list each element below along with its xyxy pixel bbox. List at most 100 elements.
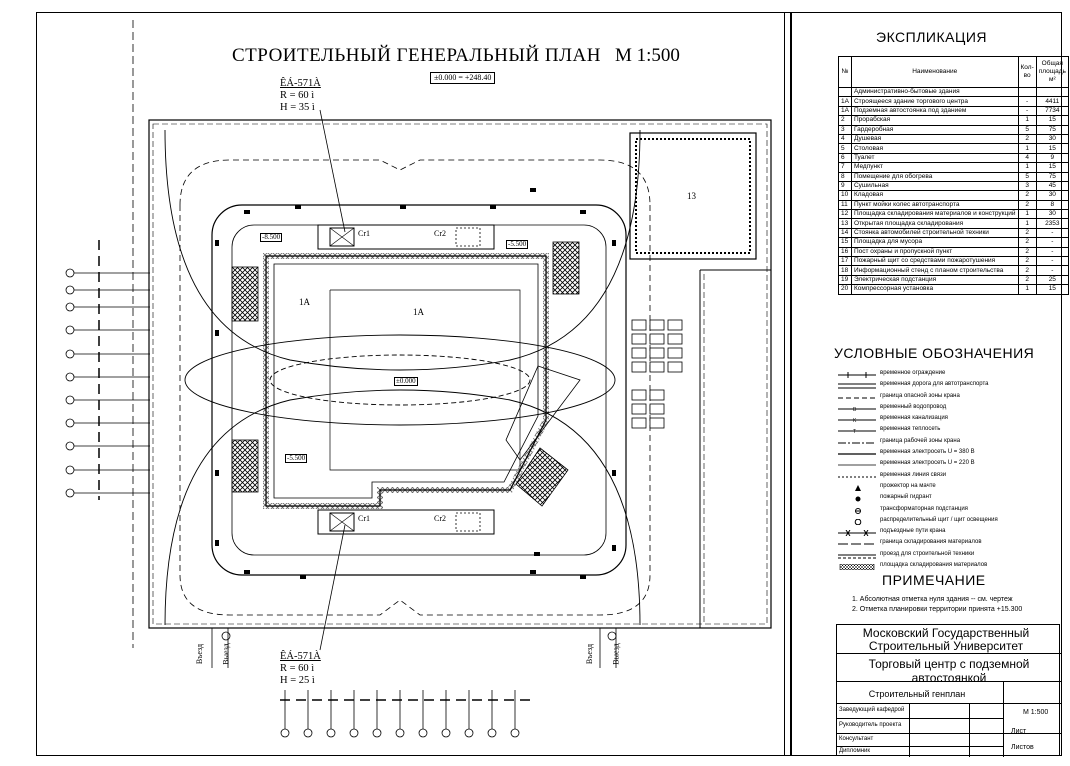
row-name: Площадка складирования материалов и конс… [850, 209, 1019, 220]
crane-track-top [317, 224, 495, 250]
row-name: Стоянка автомобилей строительной техники [850, 227, 1019, 239]
svg-text:K: K [853, 418, 857, 423]
stamp-scale: М 1:500 [1023, 709, 1049, 716]
row-area: 45 [1035, 180, 1069, 192]
row-name: Подземная автостоянка под зданием [850, 105, 1019, 117]
crane-bottom-reach: R = 60 ì [280, 663, 315, 674]
row-area: 2353 [1035, 218, 1069, 229]
title-block: Московский Государственный Строительный … [836, 624, 1061, 757]
row-count: 4 [1017, 152, 1037, 164]
university-name: Московский Государственный Строительный … [837, 627, 1055, 653]
crane-bottom-height: H = 25 ì [280, 675, 315, 686]
legend-symbol-icon [854, 518, 862, 525]
row-num: 9 [838, 180, 852, 192]
row-area: 30 [1035, 190, 1069, 201]
legend-symbol-icon: K [838, 418, 876, 423]
row-area: - [1035, 256, 1069, 267]
row-count: 1 [1017, 218, 1037, 229]
svg-text:B: B [853, 407, 857, 412]
svg-text:T: T [853, 429, 856, 434]
legend-label: граница рабочей зоны крана [880, 437, 961, 444]
legend-item: временная дорога для автотранспорта [836, 380, 1036, 391]
legend-symbol-icon [838, 453, 876, 455]
legend-label: распределительный щит / щит освещения [880, 516, 998, 523]
header-num: № [838, 56, 852, 88]
row-num: 10 [838, 190, 852, 201]
row-num: 12 [838, 209, 852, 220]
row-num: 3 [838, 124, 852, 135]
legend-symbol-icon: T [838, 429, 876, 434]
crane-track-bottom [317, 509, 495, 535]
legend-title: УСЛОВНЫЕ ОБОЗНАЧЕНИЯ [834, 345, 1035, 361]
drawing-frame [36, 12, 1062, 756]
row-count: 1 [1017, 143, 1037, 154]
row-name: Строящееся здание торгового центра [850, 96, 1019, 107]
row-area: - [1035, 265, 1069, 276]
row-area: 4411 [1035, 96, 1069, 107]
row-num: 15 [838, 237, 852, 248]
row-area: - [1035, 237, 1069, 248]
legend-label: временное ограждение [880, 370, 946, 376]
drawing-title: СТРОИТЕЛЬНЫЙ ГЕНЕРАЛЬНЫЙ ПЛАН [232, 45, 601, 66]
building-label-1a-left: 1A [299, 297, 310, 307]
legend-symbol-icon [838, 554, 876, 559]
header-area: Общая площадь м² [1035, 56, 1069, 88]
row-area: 15 [1035, 143, 1069, 154]
row-num: 17 [838, 256, 852, 267]
legend-label: временная электросеть U = 380 В [880, 449, 975, 456]
row-area: 15 [1035, 162, 1069, 173]
legend-label: временная канализация [880, 415, 948, 422]
row-area: 15 [1035, 115, 1069, 126]
row-area [1035, 86, 1069, 98]
row-area: 30 [1035, 209, 1069, 220]
zero-elevation-label: ±0.000 = +248.40 [430, 72, 496, 84]
zone-label-13: 13 [687, 191, 696, 201]
row-num: 19 [838, 274, 852, 286]
temporary-buildings [631, 319, 683, 429]
row-name: Кладовая [850, 190, 1019, 201]
crane-working-zone [164, 129, 641, 626]
note-item: 2. Отметка планировки территории принята… [852, 606, 1023, 613]
sheet-label: Лист [1011, 728, 1027, 735]
row-name: Пожарный щит со средствами пожаротушения [850, 256, 1019, 267]
row-num: 1А [838, 105, 852, 117]
crane2-bottom-label: Cr2 [434, 514, 446, 523]
explication-title: ЭКСПЛИКАЦИЯ [876, 29, 988, 45]
legend-symbol-icon [838, 383, 876, 389]
row-name: Пост охраны и пропускной пункт [850, 246, 1019, 258]
legend-list: временное ограждение временная дорога для… [836, 369, 1036, 572]
legend-label: трансформаторная подстанция [880, 505, 968, 512]
row-num: 7 [838, 162, 852, 173]
row-num: 20 [838, 284, 852, 295]
legend-item: граница складирования материалов [836, 538, 1036, 549]
legend-label: прожектор на мачте [880, 482, 936, 489]
entrance-label: Въезд [585, 643, 595, 665]
row-count: 5 [1017, 124, 1037, 135]
notes-list: 1. Абсолютная отметка нуля здания -- см.… [852, 595, 1022, 615]
elevation-lower: -5.500 [285, 454, 308, 463]
legend-symbol-icon [855, 484, 861, 491]
crane-top-height: H = 35 ì [280, 102, 315, 113]
row-num: 18 [838, 265, 852, 276]
legend-item: временная электросеть U = 220 В [836, 459, 1036, 470]
crane1-top-label: Cr1 [358, 229, 370, 238]
legend-symbol-icon [855, 496, 861, 502]
legend-label: граница складирования материалов [880, 539, 982, 546]
legend-label: подъездные пути крана [880, 528, 946, 535]
exit-label: Выезд [611, 643, 621, 665]
sheet-name: Строительный генплан [868, 689, 966, 699]
legend-item: распределительный щит / щит освещения [836, 516, 1036, 527]
row-area: 7734 [1035, 105, 1069, 117]
lighting-masts [215, 188, 616, 579]
